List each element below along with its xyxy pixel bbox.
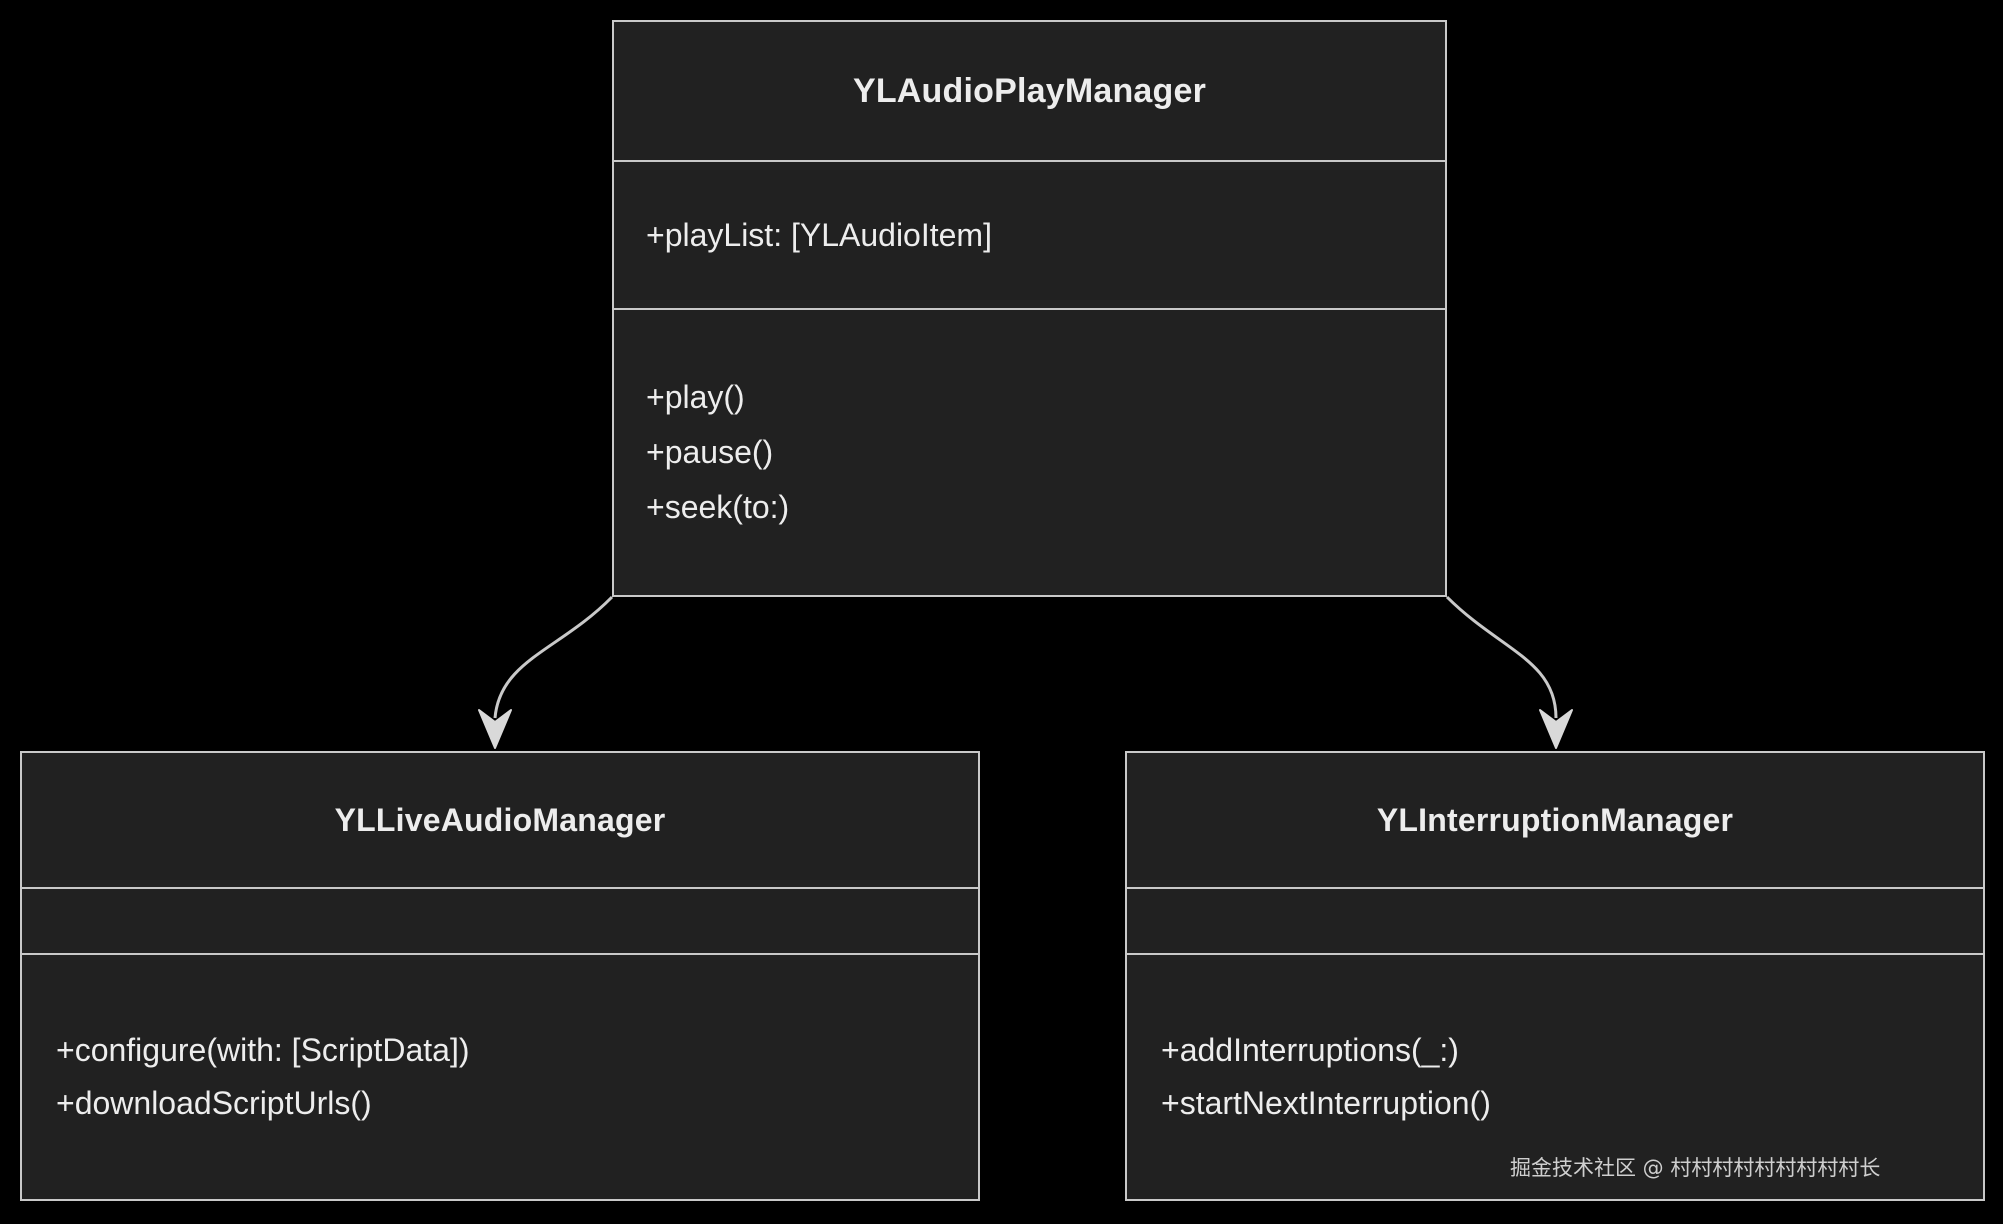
operation-line: +startNextInterruption() [1161, 1085, 1491, 1121]
class-operations-compartment: +play() +pause() +seek(to:) [614, 310, 1445, 595]
class-name-label: YLInterruptionManager [1376, 801, 1734, 838]
attribute-line: +playList: [YLAudioItem] [646, 216, 992, 253]
uml-class-interruption-manager[interactable]: YLInterruptionManager +addInterruptions(… [1125, 751, 1985, 1201]
class-title-row: YLLiveAudioManager [22, 753, 978, 889]
operation-line: +pause() [646, 434, 774, 470]
operation-line: +addInterruptions(_:) [1161, 1032, 1459, 1068]
uml-class-live-audio-manager[interactable]: YLLiveAudioManager +configure(with: [Scr… [20, 751, 980, 1201]
uml-class-audio-play-manager[interactable]: YLAudioPlayManager +playList: [YLAudioIt… [612, 20, 1447, 597]
arrowhead-live-audio-manager [478, 709, 512, 749]
class-title-row: YLAudioPlayManager [614, 22, 1445, 162]
class-operations-compartment: +addInterruptions(_:) +startNextInterrup… [1127, 955, 1983, 1199]
class-operations-compartment: +configure(with: [ScriptData]) +download… [22, 955, 978, 1199]
class-attributes-compartment [22, 889, 978, 955]
operation-line: +seek(to:) [646, 489, 790, 525]
operation-line: +downloadScriptUrls() [56, 1085, 372, 1121]
class-attributes-compartment [1127, 889, 1983, 955]
watermark-label: 掘金技术社区 @ 村村村村村村村村村长 [1510, 1156, 1881, 1180]
class-title-row: YLInterruptionManager [1127, 753, 1983, 889]
edge-audio-play-manager-to-live-audio-manager [493, 595, 614, 719]
class-attributes-compartment: +playList: [YLAudioItem] [614, 162, 1445, 310]
operation-line: +configure(with: [ScriptData]) [56, 1032, 470, 1068]
operation-line: +play() [646, 379, 745, 415]
class-name-label: YLAudioPlayManager [852, 71, 1207, 110]
edge-audio-play-manager-to-interruption-manager [1445, 595, 1558, 719]
class-name-label: YLLiveAudioManager [334, 801, 666, 838]
arrowhead-interruption-manager [1539, 709, 1573, 749]
